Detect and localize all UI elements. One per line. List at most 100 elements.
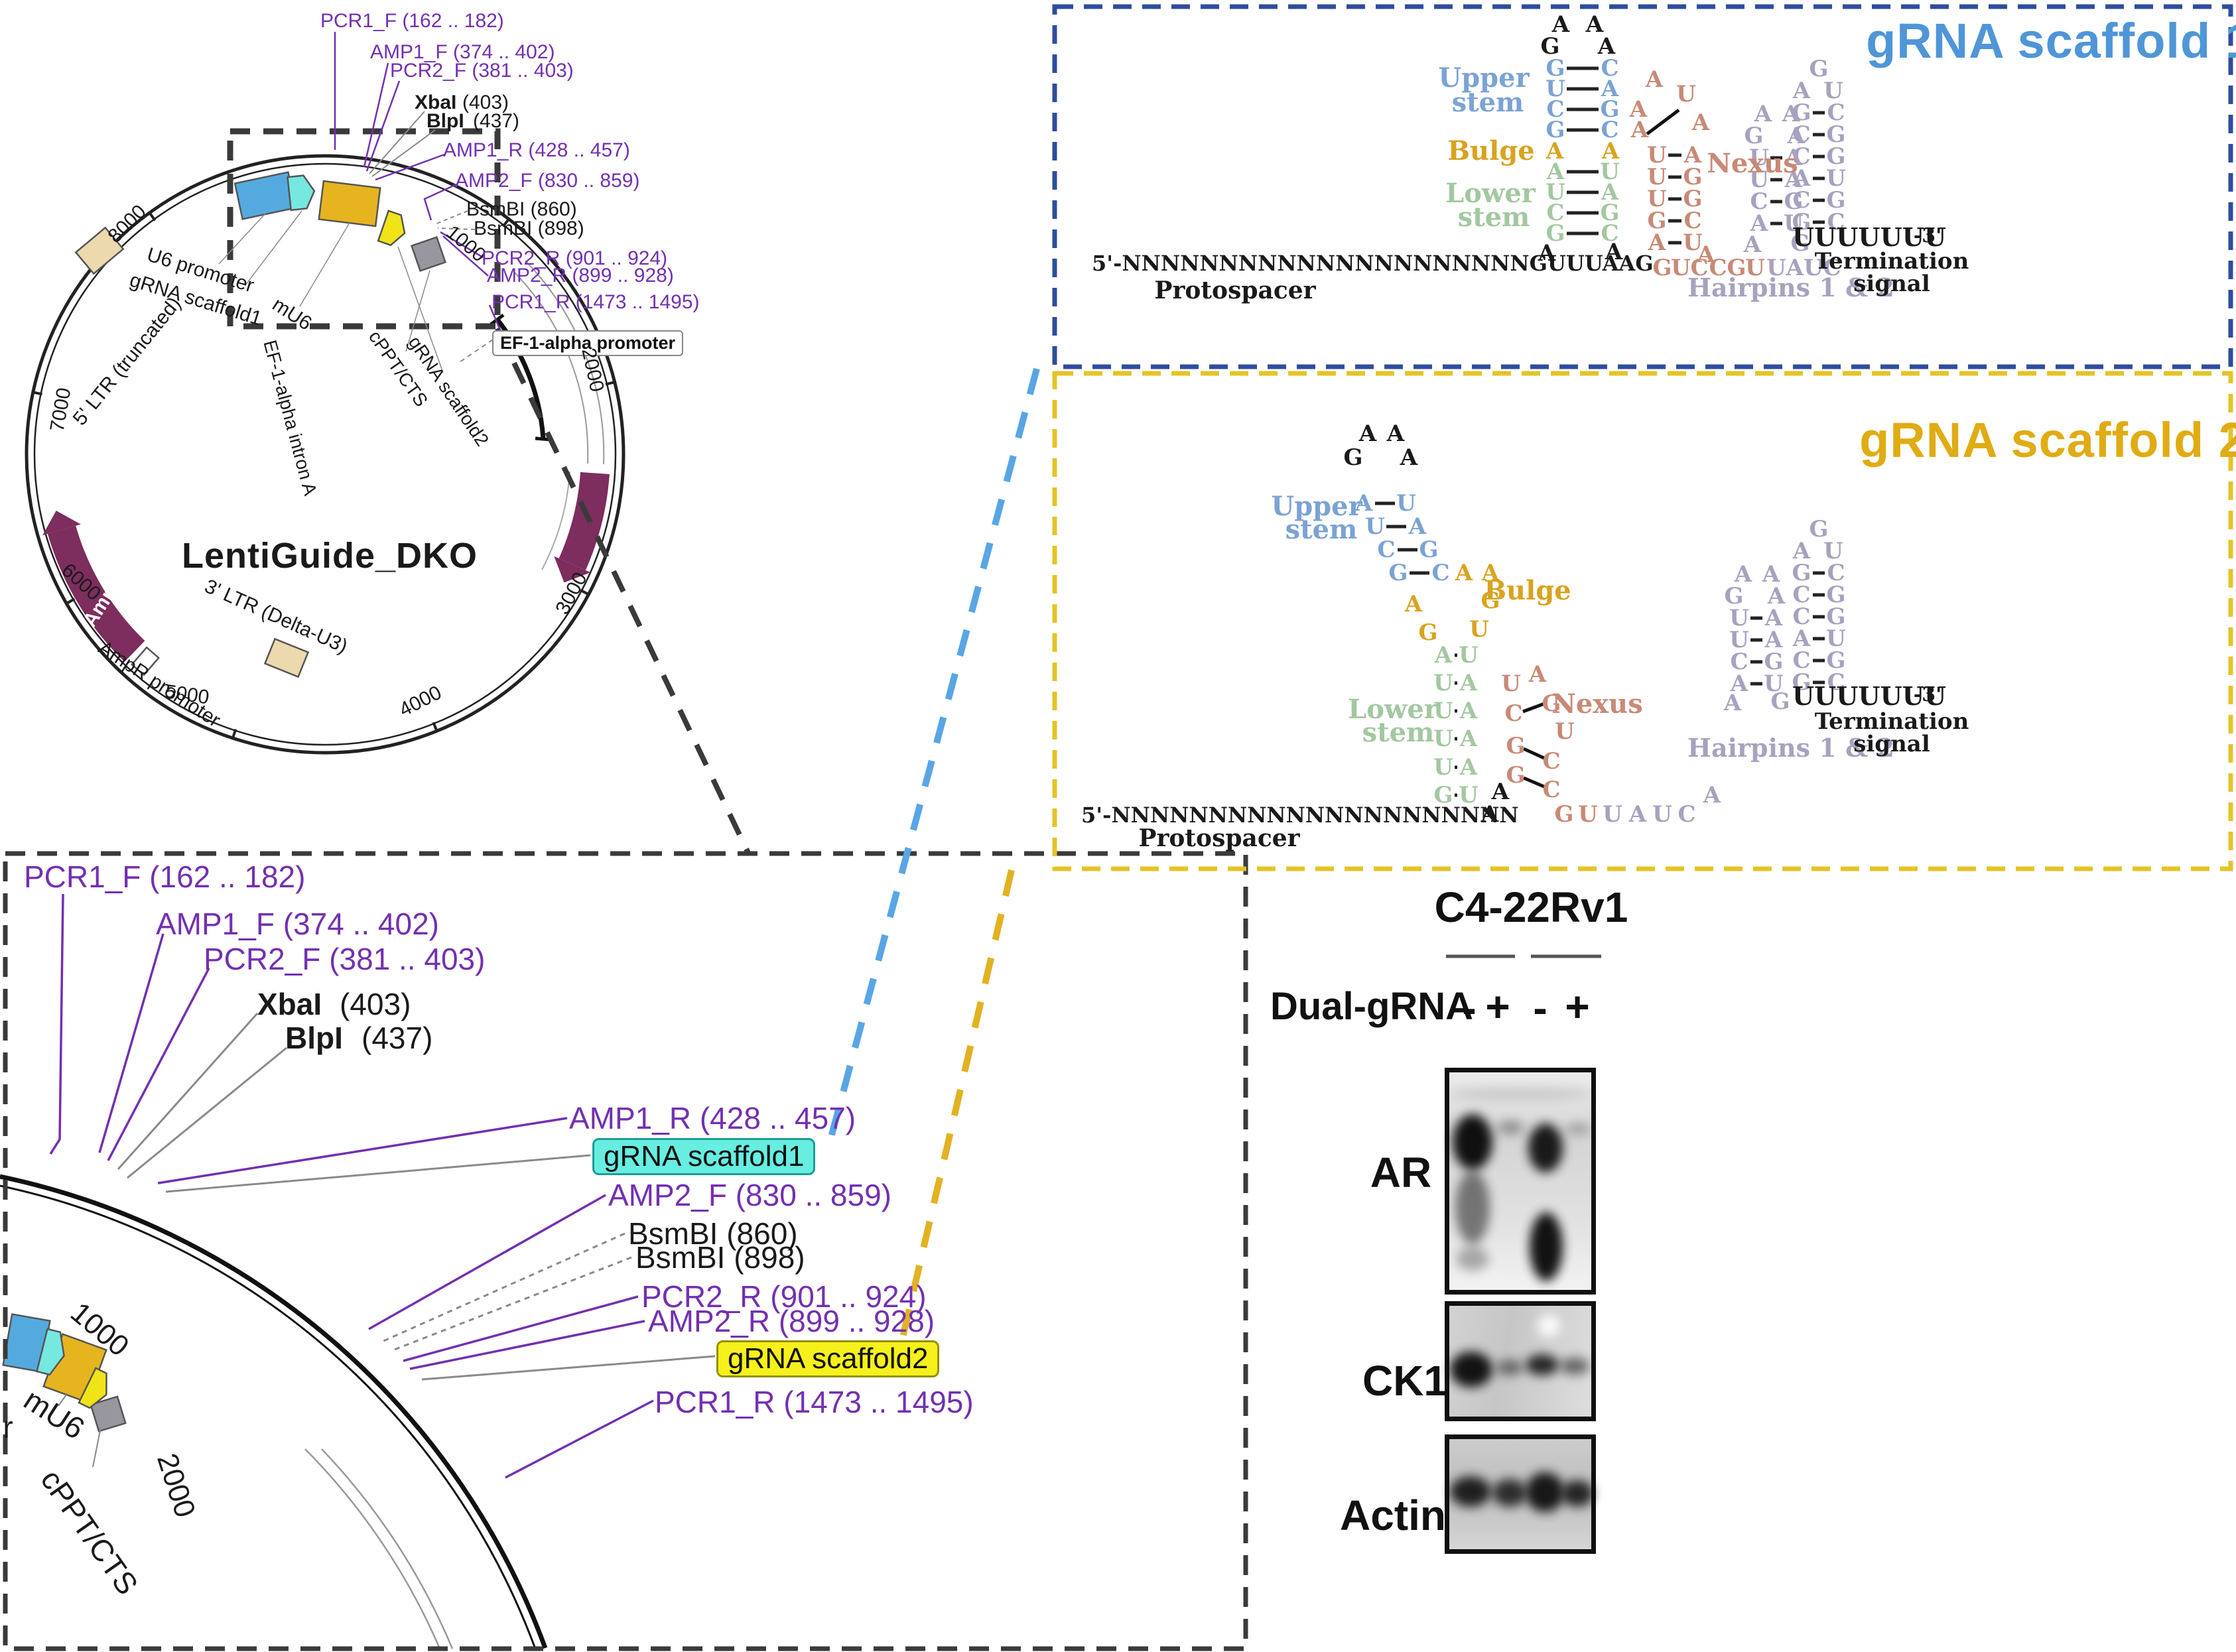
s2-rna-base: G: [1724, 583, 1744, 609]
s2-rna-base: U: [1501, 670, 1521, 697]
feature-box: [90, 1395, 127, 1432]
s2-structure-label: stem: [1362, 717, 1435, 748]
s2-structure-label: Nexus: [1551, 688, 1643, 720]
s1-rna-base: U: [1600, 159, 1620, 185]
s2-rna-base: G: [1388, 560, 1408, 586]
s2-rna-base: G: [1770, 688, 1790, 715]
s2-rna-base: U: [1603, 801, 1622, 828]
plasmid-callout: BlpI: [427, 110, 464, 132]
dual-grna-label: Dual-gRNA: [1270, 985, 1474, 1028]
zoom-callout: (403): [340, 987, 411, 1021]
s2-rna-base: A: [1762, 561, 1780, 588]
s2-rna-base: C: [1431, 560, 1450, 586]
s2-nexus-bond: [1522, 747, 1547, 761]
blot-band: [1497, 1121, 1524, 1134]
s1-rna-base: G: [1683, 164, 1703, 190]
s1-rna-base: G: [1744, 123, 1764, 149]
s2-rna-base: C: [1504, 700, 1523, 727]
plasmid-callout: PCR1_F (162 .. 182): [320, 10, 504, 32]
s1-rna-base: A: [1585, 11, 1604, 38]
s2-rna-base: C: [1792, 582, 1811, 608]
feature-box: [318, 180, 381, 227]
feature-box: [131, 646, 160, 676]
s2-rna-base: G: [1480, 588, 1500, 614]
s2-rna-base: U: [1433, 754, 1453, 781]
s1-protospacer-seq: 5'-NNNNNNNNNNNNNNNNNNNNNGUUUAAG: [1092, 251, 1654, 276]
zoom-callout: PCR1_R (1473 .. 1495): [655, 1385, 974, 1419]
scaffold1-panel-title: gRNA scaffold 1: [1866, 13, 2236, 68]
s1-rna-base: G: [1792, 209, 1811, 235]
s2-rna-base: A: [1528, 661, 1547, 688]
blot-band: [1450, 1476, 1491, 1507]
s1-rna-base: A: [1782, 101, 1800, 127]
s2-rna-base: A: [1404, 591, 1423, 617]
s2-rna-base: A: [1730, 670, 1748, 697]
leader-line: [405, 270, 430, 352]
s1-rna-base: A: [1551, 11, 1570, 38]
s2-nexus-bond: [1522, 701, 1547, 714]
s1-rna-base: A: [1545, 138, 1564, 164]
blot-band: [1565, 1123, 1591, 1134]
leader-line: [98, 933, 164, 1153]
blot-band: [1526, 1472, 1564, 1512]
s1-rna-base: G: [1826, 121, 1846, 148]
s1-rna-base: A: [1605, 239, 1623, 265]
s1-rna-base: C: [1792, 187, 1811, 214]
s2-rna-base: U: [1729, 627, 1749, 653]
ring-tick: [605, 380, 617, 386]
s1-rna-base: A: [1786, 255, 1804, 281]
gene-arrow-head: [554, 556, 591, 583]
s2-rna-base: U: [1459, 782, 1479, 808]
ring-tick: [231, 729, 237, 740]
zoom-callout: (437): [362, 1021, 433, 1055]
leader-line: [299, 222, 350, 307]
s1-rna-base: C: [1546, 200, 1565, 226]
blot-band: [1457, 1247, 1488, 1271]
s1-structure-label: stem: [1457, 202, 1530, 233]
leader-line: [895, 869, 1015, 1356]
s1-rna-base: A: [1750, 210, 1768, 237]
blot-row-ck1: CK1: [1362, 1357, 1448, 1405]
leader-line: [824, 367, 1040, 1153]
leader-line: [369, 111, 425, 174]
s1-rna-base: U: [1823, 78, 1843, 104]
ring-tick: [580, 588, 591, 596]
s2-rna-base: C: [1827, 560, 1845, 586]
s2-rna-base: C: [1677, 801, 1696, 828]
s1-structure-label: Nexus: [1707, 148, 1798, 179]
s1-rna-base: A: [1697, 241, 1715, 268]
s2-rna-base: A: [1386, 420, 1405, 447]
s2-rna-base: A: [1459, 698, 1478, 724]
s1-nexus-bond: [1646, 109, 1680, 135]
s1-rna-base: G: [1647, 208, 1667, 234]
leader-line: [409, 1320, 645, 1370]
s2-rna-base: A: [1455, 560, 1473, 586]
plasmid-callout: BsmBI (898): [474, 218, 584, 239]
s2-rna-base: G: [1506, 733, 1526, 759]
leader-line: [397, 246, 444, 373]
s2-rna-base: A: [1408, 513, 1427, 540]
feature-box: [74, 226, 125, 275]
zoom-callout: AMP2_F (830 .. 859): [608, 1178, 891, 1212]
s2-rna-base: C: [1542, 777, 1561, 803]
plasmid-callout: (437): [473, 110, 520, 132]
s1-rna-base: U: [1647, 186, 1667, 212]
plasmid-callout: AMP2_R (899 .. 928): [487, 265, 674, 286]
plasmid-callout: PCR2_F (381 .. 403): [390, 60, 574, 82]
s1-rna-base: U: [1804, 255, 1823, 281]
gene-arrow-head: [42, 511, 81, 536]
zoom-arc-label: r: [3, 1410, 13, 1444]
s1-rna-base: G: [1600, 200, 1620, 226]
plasmid-callout: (403): [462, 92, 509, 113]
arc-path: [321, 1448, 454, 1649]
leader-line: [49, 893, 64, 1155]
plasmid-callout: PCR2_R (901 .. 924): [482, 247, 668, 269]
s2-rna-base: G: [1418, 619, 1438, 646]
leader-line: [423, 183, 457, 221]
s1-rna-base: C: [1827, 209, 1845, 235]
s2-rna-base: U: [1729, 605, 1749, 631]
s2-rna-base: A: [1459, 754, 1478, 781]
s1-rna-base: A: [1601, 138, 1620, 164]
arc-path: [0, 1184, 537, 1649]
s2-rna-base: G: [1419, 537, 1439, 563]
